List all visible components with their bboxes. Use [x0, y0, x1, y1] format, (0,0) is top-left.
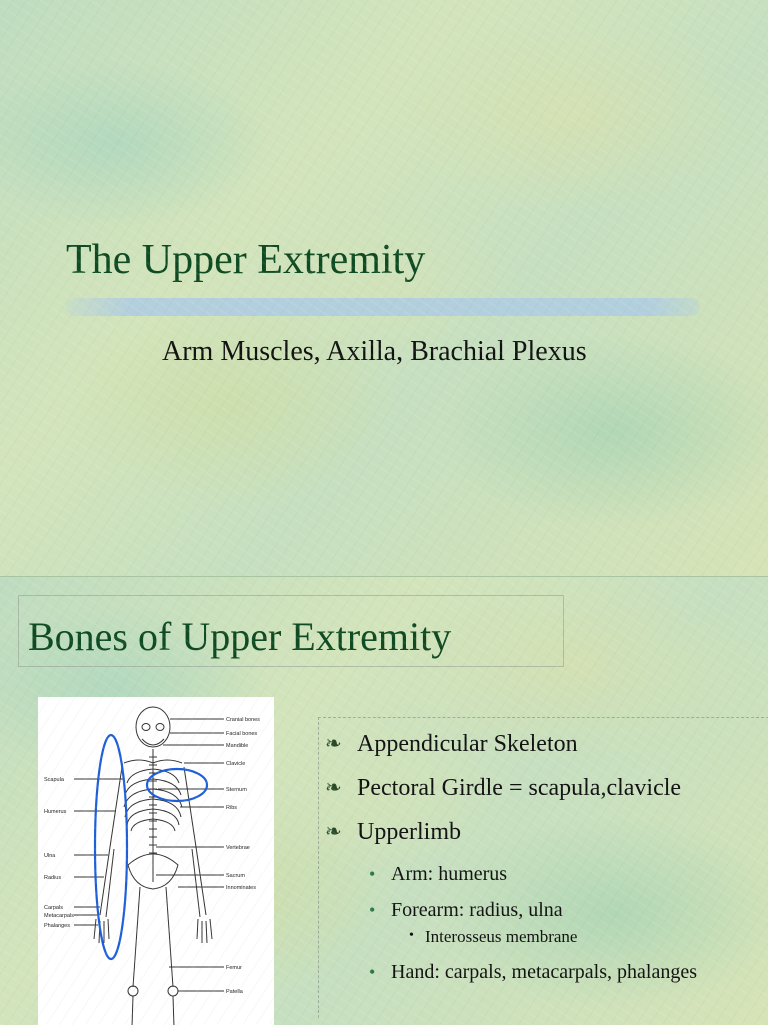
- label-carpals: Carpals: [44, 905, 63, 911]
- label-innominates: Innominates: [226, 885, 256, 891]
- label-metacarpals: Metacarpals: [44, 913, 74, 919]
- bullet-text: Appendicular Skeleton: [357, 731, 578, 757]
- bullet-item: ❧ Pectoral Girdle = scapula,clavicle: [319, 770, 768, 806]
- bullet-text: Upperlimb: [357, 819, 461, 845]
- dot-bullet-icon: •: [409, 928, 414, 943]
- label-cranial-bones: Cranial bones: [226, 717, 260, 723]
- slide-title: Bones of Upper Extremity: [28, 614, 452, 659]
- label-facial-bones: Facial bones: [226, 731, 257, 737]
- label-sternum: Sternum: [226, 787, 247, 793]
- pectoral-girdle-highlight: [145, 767, 209, 803]
- fleuron-bullet-icon: ❧: [325, 733, 342, 755]
- label-scapula: Scapula: [44, 777, 65, 783]
- title-placeholder-box: [18, 595, 564, 667]
- label-radius: Radius: [44, 875, 61, 881]
- fleuron-bullet-icon: ❧: [325, 821, 342, 843]
- bullet-list-box: ❧ Appendicular Skeleton ❧ Pectoral Girdl…: [318, 717, 768, 1018]
- sub-sub-bullet-item: • Interosseus membrane: [319, 926, 768, 948]
- sub-bullet-item: • Arm: humerus: [319, 862, 768, 886]
- sub-sub-bullet-text: Interosseus membrane: [425, 927, 578, 946]
- label-humerus: Humerus: [44, 809, 67, 815]
- fleuron-bullet-icon: ❧: [325, 777, 342, 799]
- skeleton-illustration: Cranial bones Facial bones Mandible Clav…: [44, 706, 260, 1025]
- label-clavicle: Clavicle: [226, 761, 245, 767]
- bullet-item: ❧ Upperlimb: [319, 814, 768, 850]
- sub-bullet-item: • Forearm: radius, ulna: [319, 898, 768, 922]
- dot-bullet-icon: •: [369, 864, 376, 884]
- skeleton-figure: Cranial bones Facial bones Mandible Clav…: [38, 697, 274, 1025]
- sub-bullet-item: • Hand: carpals, metacarpals, phalanges: [319, 960, 768, 984]
- sub-bullet-text: Arm: humerus: [391, 863, 508, 885]
- dot-bullet-icon: •: [369, 962, 376, 982]
- title-underline-bar: [66, 298, 700, 316]
- label-ulna: Ulna: [44, 853, 56, 859]
- sub-bullet-text: Forearm: radius, ulna: [391, 899, 563, 921]
- content-slide: Bones of Upper Extremity: [0, 576, 768, 1025]
- label-sacrum: Sacrum: [226, 873, 245, 879]
- sub-bullet-text: Hand: carpals, metacarpals, phalanges: [391, 961, 697, 983]
- label-vertebrae: Vertebrae: [226, 845, 250, 851]
- bullet-text: Pectoral Girdle = scapula,clavicle: [357, 775, 682, 801]
- upper-limb-highlight: [93, 733, 129, 961]
- label-ribs: Ribs: [226, 805, 237, 811]
- bullet-item: ❧ Appendicular Skeleton: [319, 726, 768, 762]
- dot-bullet-icon: •: [369, 900, 376, 920]
- label-phalanges: Phalanges: [44, 923, 70, 929]
- title-slide: The Upper Extremity Arm Muscles, Axilla,…: [0, 0, 768, 576]
- label-femur: Femur: [226, 965, 242, 971]
- slide-subtitle: Arm Muscles, Axilla, Brachial Plexus: [162, 336, 587, 367]
- label-patella: Patella: [226, 989, 244, 995]
- slide-title: The Upper Extremity: [66, 237, 426, 283]
- label-mandible: Mandible: [226, 743, 248, 749]
